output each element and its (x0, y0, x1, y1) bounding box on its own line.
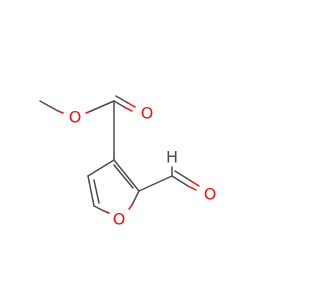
aldehyde-double-bond-2 (174, 170, 192, 182)
ether-o-carbonyl-bond-red (85, 110, 92, 114)
methyl-o-bond (57, 110, 64, 114)
ester-carbonyl-oxygen-label: O (141, 104, 154, 123)
ring-c4-c5-inner-bond (93, 179, 100, 204)
ester-ether-oxygen-label: O (69, 108, 82, 127)
ether-o-carbonyl-bond (90, 100, 115, 112)
methyl-bond (39, 100, 59, 112)
ring-o-c2-bond-red (128, 204, 133, 210)
ring-c5-o-bond (93, 205, 105, 212)
ring-o-c2-bond (131, 190, 140, 206)
ring-c3-c4-bond (87, 159, 115, 177)
ester-carbonyl-double-bond-2 (115, 95, 129, 104)
aldehyde-double-bond-2-red (190, 180, 200, 187)
ring-oxygen-label: O (113, 210, 126, 229)
ring-c5-o-bond-red (103, 210, 110, 214)
aldehyde-hydrogen-label: H (166, 148, 178, 167)
aldehyde-oxygen-label: O (204, 185, 217, 204)
ring-c2-c3-bond (113, 159, 140, 192)
chemical-structure-diagram: O O O O H (39, 95, 217, 229)
aldehyde-double-bond-1-red (187, 185, 197, 191)
ring-c2-c3-inner-bond (113, 164, 134, 189)
ester-carbonyl-double-bond-1 (113, 100, 127, 109)
ring-aldehyde-bond (138, 175, 173, 192)
ester-carbonyl-double-bond-1-red (125, 107, 133, 112)
aldehyde-double-bond-1 (171, 175, 189, 187)
ester-carbonyl-double-bond-2-red (127, 102, 136, 108)
ring-c4-c5-bond (87, 175, 95, 207)
